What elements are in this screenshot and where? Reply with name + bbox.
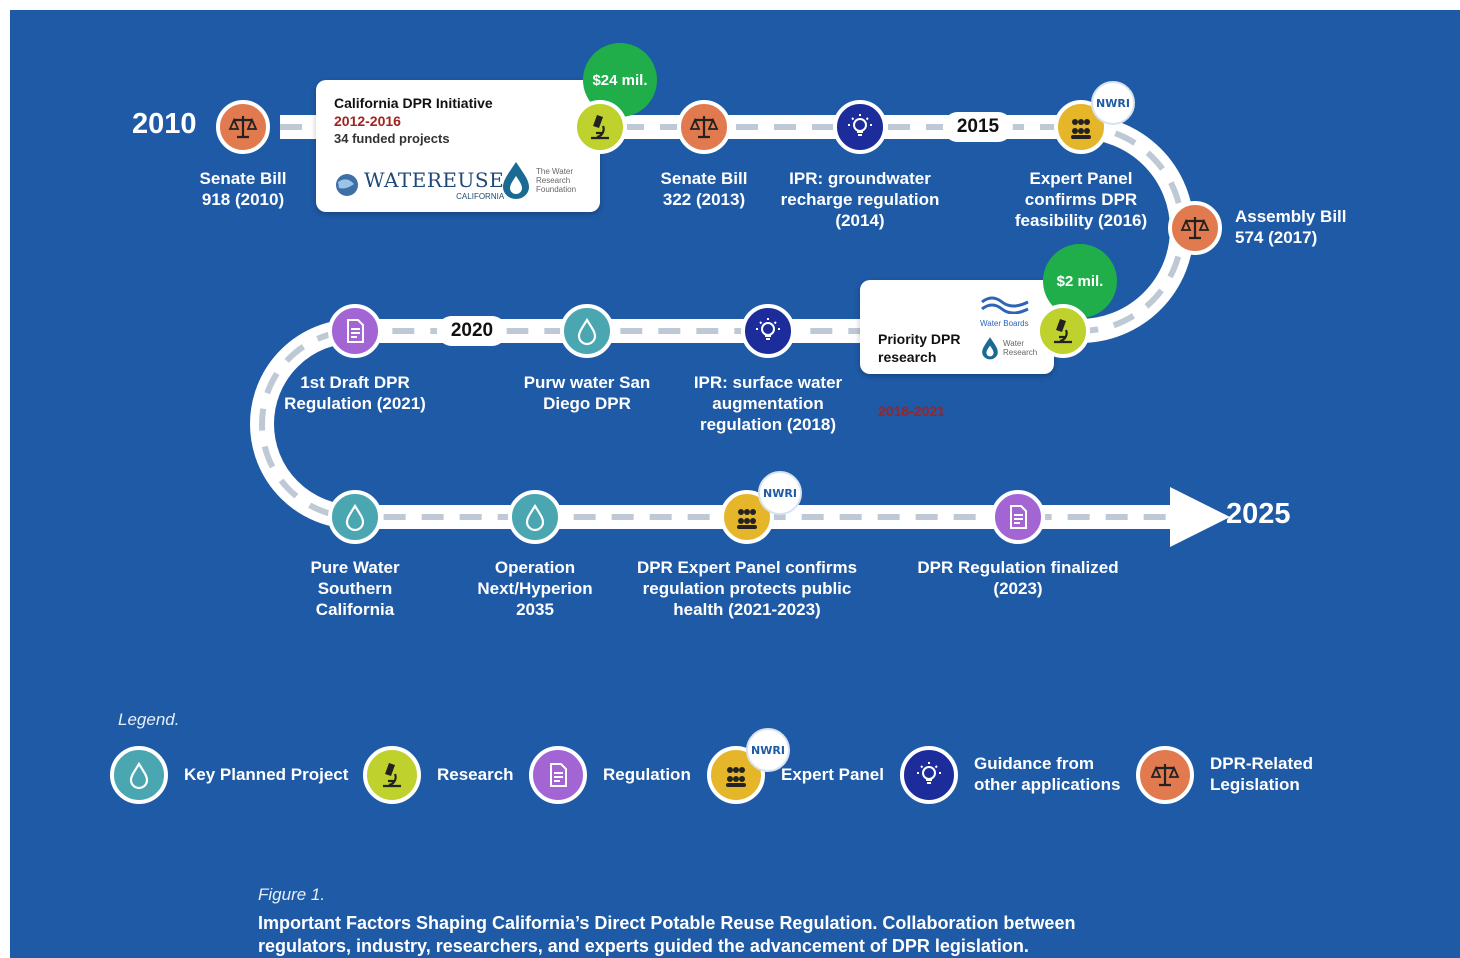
initiative-subtitle: 34 funded projects (334, 131, 450, 146)
priority-research-card: Priority DPR research 2018-2021 Water Bo… (860, 280, 1054, 419)
label-hyperion: Operation Next/Hyperion 2035 (477, 558, 593, 619)
scales-icon (1150, 764, 1180, 787)
legend-project-label: Key Planned Project (184, 765, 349, 784)
water-drop-icon (345, 503, 365, 532)
node-sb918 (216, 100, 270, 154)
waves-icon (981, 296, 1029, 315)
label-ab574: Assembly Bill 574 (2017) (1235, 207, 1347, 247)
figure-caption: Important Factors Shaping California’s D… (258, 913, 1076, 956)
watereuse-logo: WATEREUSE CALIFORNIA (334, 168, 504, 201)
water-boards-logo: Water Boards (980, 294, 1030, 328)
lightbulb-icon (848, 114, 872, 136)
legend-project-icon (110, 746, 168, 804)
node-regulation-final (991, 490, 1045, 544)
legend-regulation-icon (529, 746, 587, 804)
year-2015: 2015 (942, 112, 1014, 142)
document-icon (347, 319, 364, 343)
label-regulation-final: DPR Regulation finalized (2023) (917, 558, 1119, 598)
people-group-icon (737, 509, 757, 529)
scales-icon (689, 116, 719, 139)
wrf-logo-small: Water Research (980, 336, 1037, 360)
label-pure-water-socal: Pure Water Southern California (310, 558, 400, 619)
initiative-period: 2012-2016 (334, 113, 401, 129)
lightbulb-icon (756, 318, 780, 340)
wrf-logo: The Water Research Foundation (500, 160, 584, 200)
water-drop-icon (525, 503, 545, 532)
microscope-icon (383, 763, 401, 788)
node-draft-2021 (328, 304, 382, 358)
timeline-arrowhead (1170, 487, 1230, 547)
node-research-initiative (573, 100, 627, 154)
water-research-drop-icon (982, 337, 998, 360)
legend-guidance-icon (900, 746, 958, 804)
funding-badge-2mil: $2 mil. (1043, 244, 1117, 318)
people-group-icon (726, 767, 746, 787)
node-san-diego (560, 304, 614, 358)
water-drop-icon (577, 317, 597, 346)
people-group-icon (1071, 119, 1091, 139)
figure-label: Figure 1. (258, 885, 326, 904)
label-draft-2021: 1st Draft DPR Regulation (2021) (284, 373, 426, 413)
nwri-badge-2: NWRI (758, 471, 802, 515)
lightbulb-icon (917, 762, 941, 784)
node-ipr-surface (741, 304, 795, 358)
legend-expert-label: Expert Panel (781, 765, 884, 784)
legend-research-icon (363, 746, 421, 804)
year-start: 2010 (132, 108, 197, 140)
legend-guidance-label: Guidance from other applications (974, 754, 1121, 794)
nwri-badge-legend: NWRI (746, 728, 790, 772)
document-icon (550, 763, 567, 787)
label-san-diego: Purw water San Diego DPR (523, 373, 651, 413)
label-sb918: Senate Bill 918 (2010) (199, 169, 287, 209)
node-ab574 (1168, 201, 1222, 255)
priority-title: Priority DPR research (878, 331, 961, 365)
microscope-icon (591, 115, 609, 140)
initiative-title: California DPR Initiative (334, 95, 493, 111)
node-hyperion (508, 490, 562, 544)
legend-legislation-icon (1136, 746, 1194, 804)
document-icon (1010, 505, 1027, 529)
globe-icon (336, 173, 358, 196)
scales-icon (1180, 217, 1210, 240)
figure-panel: 2010 2015 2020 2025 California DPR Initi… (10, 10, 1460, 958)
legend-research-label: Research (437, 765, 514, 784)
scales-icon (228, 116, 258, 139)
node-sb322 (677, 100, 731, 154)
node-research-priority (1036, 304, 1090, 358)
label-expert-2016: Expert Panel confirms DPR feasibility (2… (1014, 169, 1148, 230)
water-drop-icon (129, 761, 149, 790)
label-ipr-surface: IPR: surface water augmentation regulati… (693, 373, 843, 434)
node-pure-water-socal (328, 490, 382, 544)
node-ipr-groundwater (833, 100, 887, 154)
label-expert-2023: DPR Expert Panel confirms regulation pro… (636, 558, 858, 619)
node-expert-2023 (720, 490, 774, 544)
legend-title: Legend. (118, 710, 180, 729)
timeline-track (250, 115, 1230, 547)
label-sb322: Senate Bill 322 (2013) (660, 169, 748, 209)
legend-regulation-label: Regulation (603, 765, 691, 784)
legend-legislation-label: DPR-Related Legislation (1210, 754, 1313, 794)
label-ipr-groundwater: IPR: groundwater recharge regulation (20… (780, 169, 940, 230)
water-research-drop-icon (503, 162, 529, 199)
initiative-card: California DPR Initiative 2012-2016 34 f… (316, 80, 600, 212)
priority-period: 2018-2021 (878, 403, 945, 419)
nwri-badge-1: NWRI (1091, 81, 1135, 125)
microscope-icon (1054, 319, 1072, 344)
year-2020: 2020 (436, 316, 508, 346)
year-end: 2025 (1226, 498, 1291, 530)
